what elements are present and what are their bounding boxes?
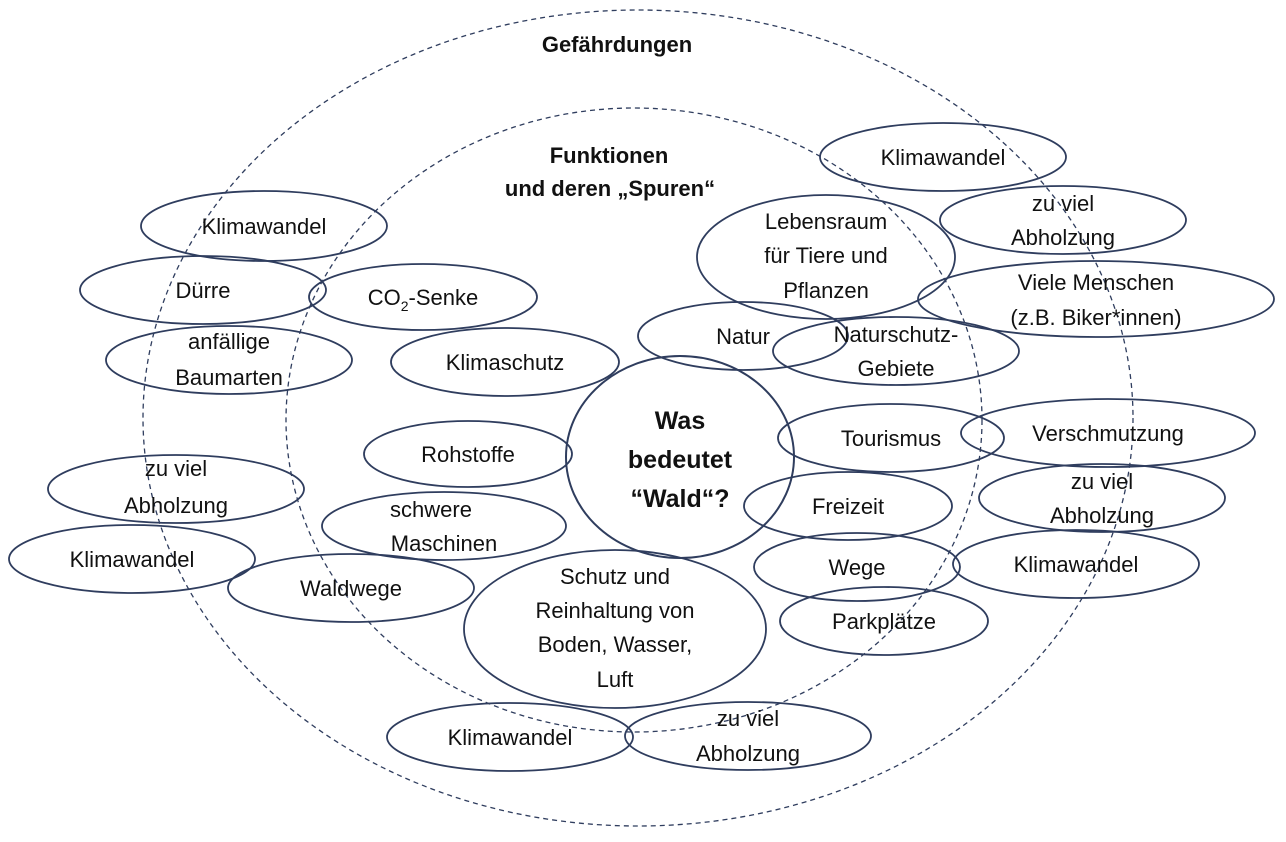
threat-klimawandel-top-left: Klimawandel (140, 190, 388, 262)
svg-text:schwere: schwere (390, 497, 472, 522)
threat-viele-menschen: Viele Menschen (z.B. Biker*innen) (917, 260, 1275, 338)
svg-text:Freizeit: Freizeit (812, 494, 884, 519)
svg-text:Dürre: Dürre (175, 278, 230, 303)
svg-text:Naturschutz-: Naturschutz- (834, 322, 959, 347)
function-lebensraum: Lebensraum für Tiere und Pflanzen (696, 194, 956, 320)
svg-text:zu viel: zu viel (717, 706, 779, 731)
svg-text:Natur: Natur (716, 324, 770, 349)
center-question: Was bedeutet “Wald“? (565, 355, 795, 559)
svg-text:Viele Menschen: Viele Menschen (1018, 270, 1174, 295)
svg-text:Baumarten: Baumarten (175, 365, 283, 390)
svg-text:Lebensraum: Lebensraum (765, 209, 887, 234)
outer-ring-threats (142, 9, 1134, 827)
svg-text:zu viel: zu viel (1071, 469, 1133, 494)
svg-text:Abholzung: Abholzung (1011, 225, 1115, 250)
function-natur: Natur (637, 301, 849, 371)
svg-text:CO2-Senke: CO2-Senke (368, 285, 479, 314)
threat-abholzung-top-right: zu viel Abholzung (939, 185, 1187, 255)
svg-text:“Wald“?: “Wald“? (630, 485, 729, 513)
svg-text:Wege: Wege (828, 555, 885, 580)
svg-text:Klimawandel: Klimawandel (70, 547, 195, 572)
svg-text:Verschmutzung: Verschmutzung (1032, 421, 1184, 446)
svg-text:(z.B. Biker*innen): (z.B. Biker*innen) (1010, 305, 1181, 330)
svg-text:Klimawandel: Klimawandel (881, 145, 1006, 170)
function-schwere-maschinen: schwere Maschinen (321, 491, 567, 561)
svg-text:für Tiere und: für Tiere und (764, 243, 888, 268)
svg-text:Was: Was (655, 407, 705, 435)
function-waldwege: Waldwege (227, 553, 475, 623)
svg-text:Klimawandel: Klimawandel (448, 725, 573, 750)
svg-text:Klimawandel: Klimawandel (202, 214, 327, 239)
threat-duerre: Dürre (79, 255, 327, 325)
svg-text:Gebiete: Gebiete (857, 356, 934, 381)
svg-text:Klimaschutz: Klimaschutz (446, 350, 565, 375)
function-rohstoffe: Rohstoffe (363, 420, 573, 488)
svg-text:zu viel: zu viel (1032, 191, 1094, 216)
svg-text:anfällige: anfällige (188, 329, 270, 354)
threat-abholzung-bottom: zu viel Abholzung (624, 701, 872, 771)
function-klimaschutz: Klimaschutz (390, 327, 620, 397)
function-schutz-reinhaltung: Schutz und Reinhaltung von Boden, Wasser… (463, 549, 767, 709)
function-naturschutzgebiete: Naturschutz- Gebiete (772, 316, 1020, 386)
svg-text:Abholzung: Abholzung (124, 493, 228, 518)
svg-text:Waldwege: Waldwege (300, 576, 402, 601)
function-freizeit: Freizeit (743, 471, 953, 541)
function-wege: Wege (753, 532, 961, 602)
inner-ring-label: Funktionen und deren „Spuren“ (505, 143, 715, 201)
inner-ring-functions (285, 107, 983, 733)
svg-text:Funktionen: Funktionen (550, 143, 669, 168)
threat-anfaellige-baumarten: anfällige Baumarten (105, 325, 353, 395)
svg-text:und deren „Spuren“: und deren „Spuren“ (505, 176, 715, 201)
threat-klimawandel-top-right: Klimawandel (819, 122, 1067, 192)
svg-text:zu viel: zu viel (145, 456, 207, 481)
threat-abholzung-right: zu viel Abholzung (978, 463, 1226, 533)
svg-text:Maschinen: Maschinen (391, 531, 497, 556)
function-co2-senke: CO2-Senke (308, 263, 538, 331)
threat-verschmutzung: Verschmutzung (960, 398, 1256, 468)
svg-text:Parkplätze: Parkplätze (832, 609, 936, 634)
threat-klimawandel-bottom: Klimawandel (386, 702, 634, 772)
svg-text:Abholzung: Abholzung (696, 741, 800, 766)
svg-text:Klimawandel: Klimawandel (1014, 552, 1139, 577)
threat-klimawandel-right: Klimawandel (952, 529, 1200, 599)
svg-text:Luft: Luft (597, 667, 634, 692)
threat-klimawandel-left: Klimawandel (8, 524, 256, 594)
svg-text:Pflanzen: Pflanzen (783, 278, 869, 303)
svg-text:Tourismus: Tourismus (841, 426, 941, 451)
function-parkplaetze: Parkplätze (779, 586, 989, 656)
svg-text:Abholzung: Abholzung (1050, 503, 1154, 528)
svg-text:bedeutet: bedeutet (628, 446, 733, 474)
svg-text:Reinhaltung von: Reinhaltung von (535, 598, 694, 623)
svg-text:Schutz und: Schutz und (560, 564, 670, 589)
outer-ring-label: Gefährdungen (542, 32, 692, 57)
svg-text:Rohstoffe: Rohstoffe (421, 442, 515, 467)
function-tourismus: Tourismus (777, 403, 1005, 473)
threat-abholzung-left: zu viel Abholzung (47, 454, 305, 524)
svg-text:Boden, Wasser,: Boden, Wasser, (538, 632, 692, 657)
